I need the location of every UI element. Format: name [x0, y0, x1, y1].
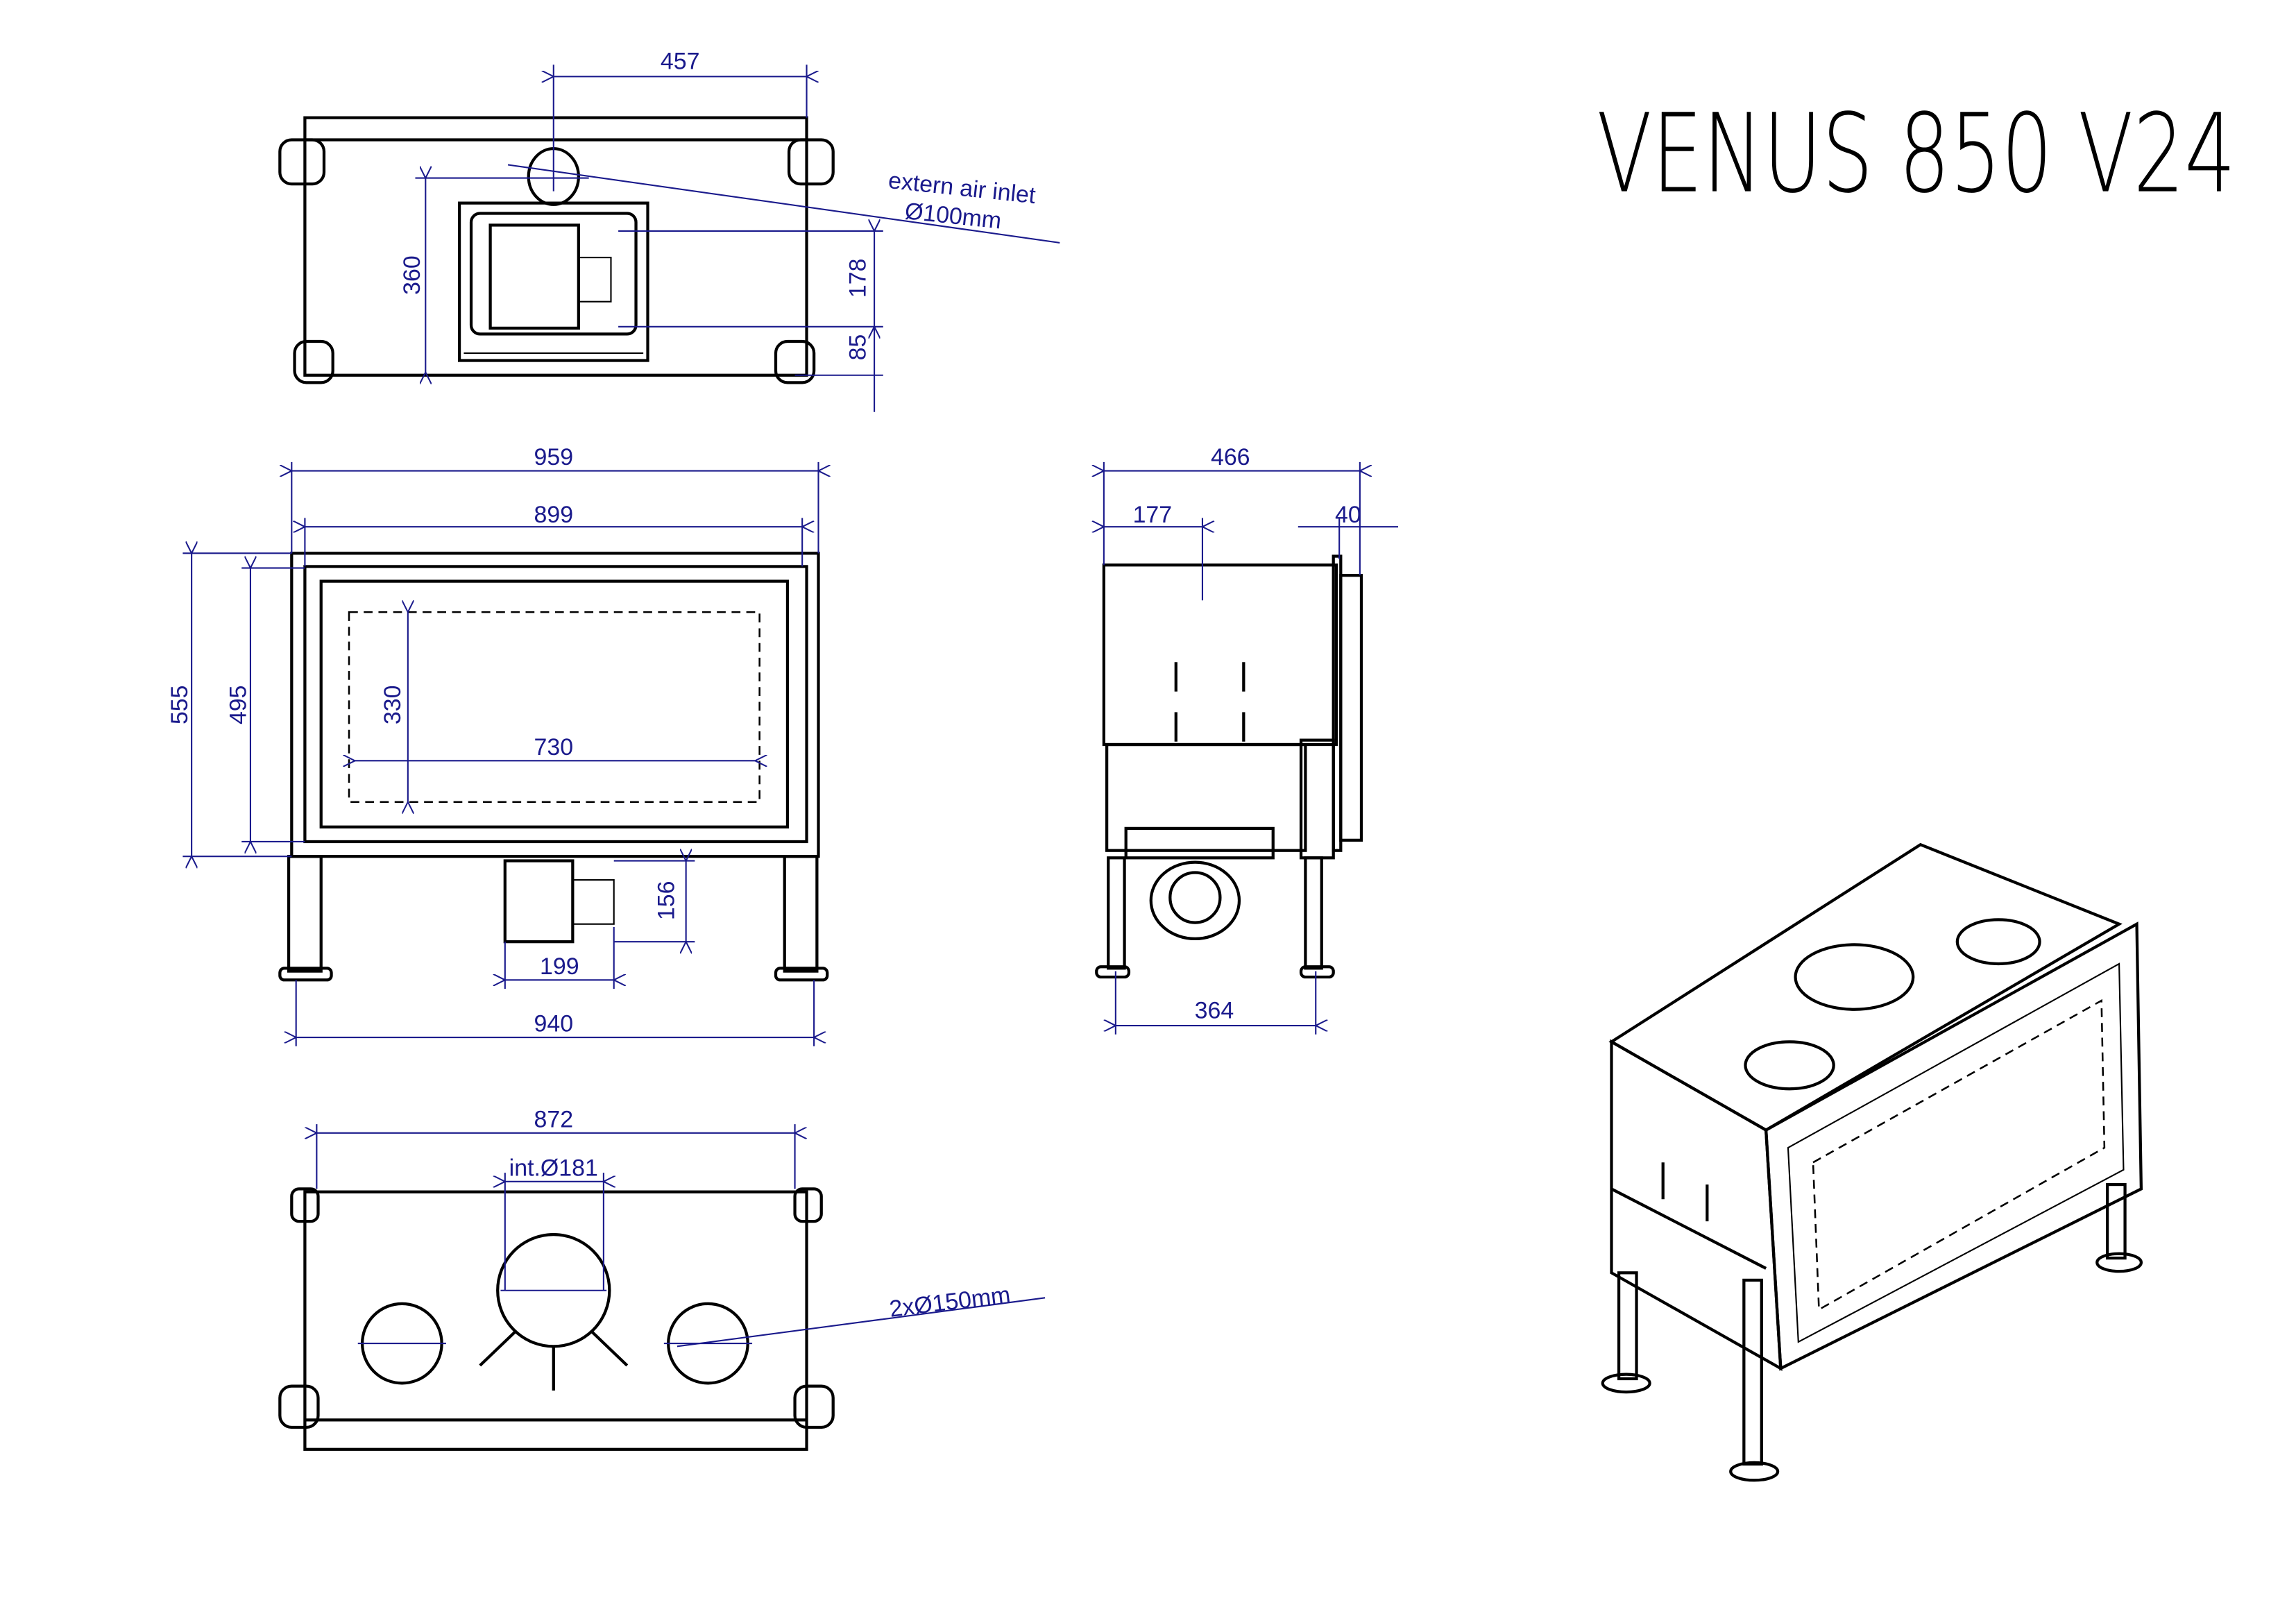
front-legs	[278, 855, 829, 982]
dim-177: 177	[1133, 502, 1173, 528]
product-title: VENUS 850 V24	[1597, 90, 2236, 217]
dim-178: 178	[844, 259, 871, 298]
dim-199: 199	[540, 953, 579, 980]
isometric-view	[1601, 842, 2143, 1482]
dim-872: 872	[534, 1106, 573, 1132]
dim-int-181: int.Ø181	[509, 1155, 598, 1181]
dim-364: 364	[1195, 997, 1234, 1023]
top-view: 457 360 extern air inlet Ø100mm 178 85	[278, 49, 1060, 412]
side-outlets-leader	[677, 1297, 1046, 1348]
dim-899: 899	[534, 502, 573, 528]
dim-555: 555	[167, 685, 193, 724]
dim-40: 40	[1335, 502, 1361, 528]
dim-495: 495	[226, 685, 252, 724]
dim-156: 156	[654, 881, 680, 921]
side-view: 466 177 40 364	[1096, 444, 1398, 1035]
dim-360: 360	[399, 255, 425, 295]
dim-330: 330	[380, 685, 406, 724]
side-fan	[1149, 860, 1241, 941]
top-view-feet	[278, 138, 835, 384]
air-inlet-leader	[507, 164, 1060, 244]
front-view: 959 899 555 495 330 730 156 199 940	[167, 444, 827, 1046]
dim-730: 730	[534, 734, 573, 760]
dim-457: 457	[661, 49, 700, 75]
dim-2x150: 2xØ150mm	[888, 1282, 1012, 1323]
bottom-view: 872 int.Ø181 2xØ150mm	[278, 1106, 1046, 1451]
dim-466: 466	[1211, 444, 1250, 470]
dim-940: 940	[534, 1011, 573, 1037]
fan-box	[503, 859, 575, 944]
dim-959: 959	[534, 444, 573, 470]
dim-85: 85	[844, 334, 871, 361]
